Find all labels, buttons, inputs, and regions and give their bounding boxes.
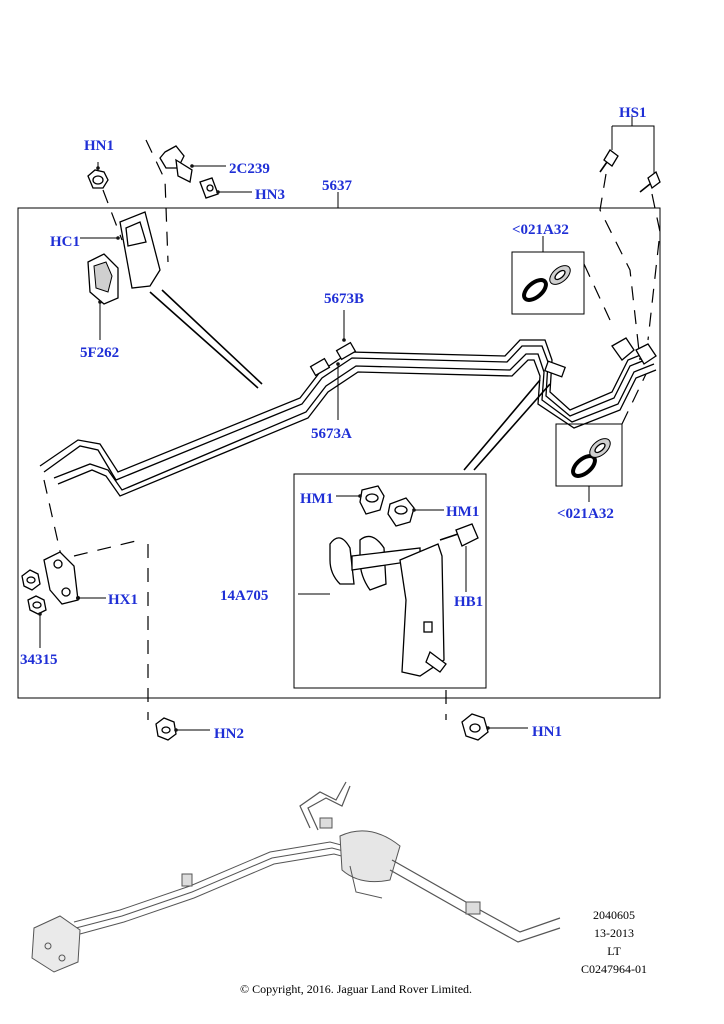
nut-hn1-top[interactable] (87, 162, 109, 189)
copyright-text: © Copyright, 2016. Jaguar Land Rover Lim… (240, 982, 472, 996)
nut-34315[interactable] (27, 595, 47, 648)
callout-hb1: HB1 (454, 594, 483, 610)
callout-14a705: 14A705 (220, 588, 268, 604)
pipe-union-5673b[interactable] (335, 310, 357, 361)
callout-hs1: HS1 (619, 105, 647, 121)
callout-hx1: HX1 (108, 592, 138, 608)
ref-line-4: C0247964-01 (581, 962, 647, 976)
callout-021a32-bottom: <021A32 (557, 506, 614, 522)
callout-hn1-top: HN1 (84, 138, 114, 154)
clip-hn3[interactable] (199, 177, 252, 199)
callout-5673b: 5673B (324, 291, 364, 307)
grommet-hm1-left[interactable] (336, 485, 385, 515)
pipe-end-fittings-right (543, 337, 657, 378)
nut-hn2[interactable] (155, 717, 210, 741)
callout-hn2: HN2 (214, 726, 244, 742)
callout-hm1-right: HM1 (446, 504, 479, 520)
vehicle-context-view (31, 781, 561, 973)
callout-5637: 5637 (322, 178, 353, 194)
isolator-5f262[interactable] (87, 253, 119, 340)
callout-hn3: HN3 (255, 187, 285, 203)
screw-hs1-left[interactable] (599, 149, 619, 173)
grommet-hm1-right[interactable] (387, 497, 444, 527)
seal-kit-021a32-bottom[interactable] (555, 423, 623, 502)
nut-hn1-bottom[interactable] (461, 713, 528, 741)
callout-5673a: 5673A (311, 426, 352, 442)
bushing-2c239[interactable] (159, 145, 226, 183)
callout-5f262: 5F262 (80, 345, 119, 361)
bracket-hx1[interactable] (43, 551, 106, 605)
screw-hs1-right[interactable] (639, 170, 661, 193)
callout-hn1-bottom: HN1 (532, 724, 562, 740)
ref-line-3: LT (607, 944, 621, 958)
callout-hc1: HC1 (50, 234, 80, 250)
callout-34315: 34315 (20, 652, 58, 668)
callout-2c239: 2C239 (229, 161, 270, 177)
bracket-box-14a705[interactable] (293, 473, 487, 689)
clamp-hc1[interactable] (80, 211, 161, 289)
brake-pipes-5673 (39, 339, 657, 497)
callout-021a32-top: <021A32 (512, 222, 569, 238)
ref-line-2: 13-2013 (594, 926, 634, 940)
callout-hm1-left: HM1 (300, 491, 333, 507)
pipe-union-5673a[interactable] (309, 357, 340, 420)
assembly-frame (17, 207, 661, 699)
seal-kit-021a32-top[interactable] (511, 236, 585, 315)
nut-upper-left[interactable] (21, 569, 41, 591)
ref-line-1: 2040605 (593, 908, 635, 922)
